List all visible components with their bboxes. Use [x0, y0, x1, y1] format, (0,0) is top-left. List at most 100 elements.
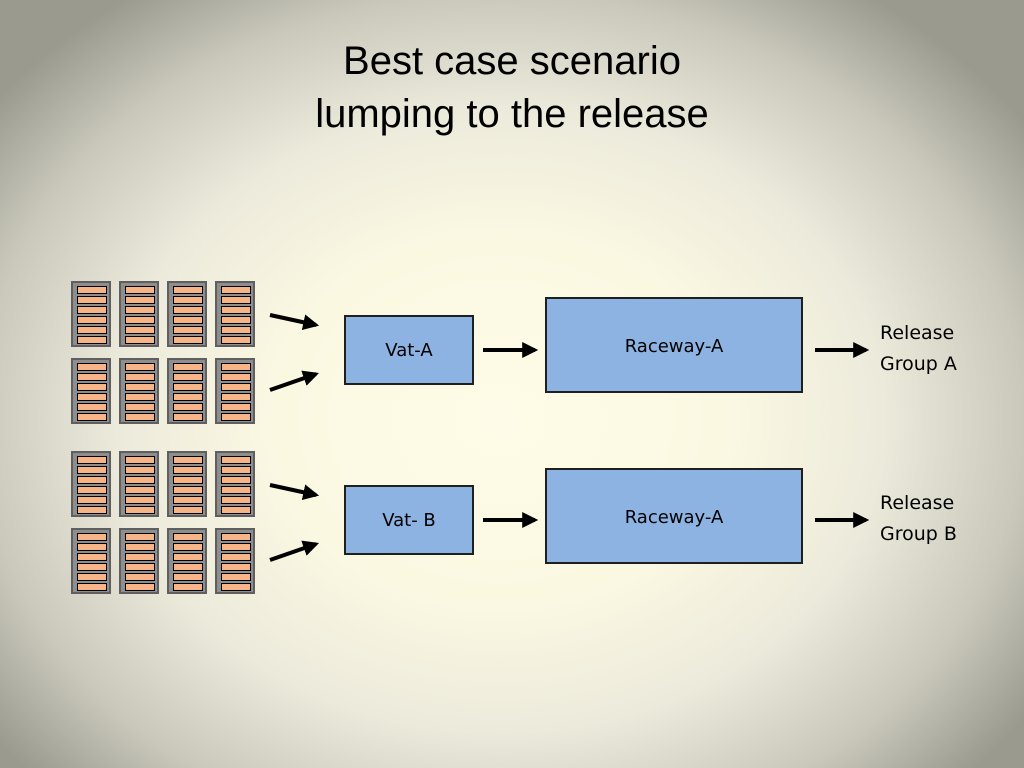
server-rack-icon	[215, 358, 255, 424]
rack-slot	[173, 363, 203, 371]
rack-slot	[125, 486, 155, 494]
rack-slot	[77, 306, 107, 314]
rack-cluster-icon	[71, 451, 259, 521]
rack-slot	[221, 363, 251, 371]
server-rack-icon	[71, 451, 111, 517]
rack-slot	[221, 413, 251, 421]
rack-slot	[173, 296, 203, 304]
rack-slot	[125, 326, 155, 334]
rack-slot	[77, 286, 107, 294]
rack-slot	[125, 496, 155, 504]
server-rack-icon	[119, 451, 159, 517]
rack-slot	[77, 456, 107, 464]
slide-title-line-1: Best case scenario	[343, 39, 681, 83]
rack-slot	[125, 286, 155, 294]
rack-slot	[173, 533, 203, 541]
release-group-b-label: Release Group B	[880, 488, 957, 550]
server-rack-icon	[215, 451, 255, 517]
rack-cluster-icon	[71, 281, 259, 351]
rack-slot	[173, 383, 203, 391]
rack-slot	[77, 533, 107, 541]
rack-slot	[221, 403, 251, 411]
rack-slot	[221, 553, 251, 561]
server-rack-icon	[71, 358, 111, 424]
rack-slot	[125, 506, 155, 514]
release-group-a-line-2: Group A	[880, 353, 957, 375]
rack-slot	[221, 383, 251, 391]
rack-slot	[173, 563, 203, 571]
rack-slot	[221, 326, 251, 334]
rack-slot	[77, 486, 107, 494]
rack-slot	[125, 553, 155, 561]
server-rack-icon	[167, 528, 207, 594]
raceway-a-label: Raceway-A	[624, 336, 724, 357]
rack-slot	[125, 403, 155, 411]
rack-slot	[221, 373, 251, 381]
vat-b-label: Vat- B	[382, 510, 436, 531]
arrow-rack-to-vat-a-bottom	[269, 370, 320, 392]
release-group-a-label: Release Group A	[880, 318, 957, 380]
rack-slot	[221, 466, 251, 474]
rack-slot	[125, 533, 155, 541]
arrow-rack-to-vat-b-bottom	[269, 540, 320, 562]
rack-slot	[77, 543, 107, 551]
rack-slot	[221, 286, 251, 294]
rack-slot	[125, 336, 155, 344]
rack-slot	[221, 583, 251, 591]
rack-slot	[77, 476, 107, 484]
server-rack-icon	[71, 528, 111, 594]
release-group-a-line-1: Release	[880, 322, 955, 344]
rack-slot	[173, 286, 203, 294]
server-rack-icon	[167, 451, 207, 517]
rack-slot	[221, 573, 251, 581]
rack-slot	[173, 496, 203, 504]
rack-cluster-icon	[71, 528, 259, 598]
rack-slot	[77, 296, 107, 304]
rack-cluster-icon	[71, 358, 259, 428]
rack-slot	[221, 336, 251, 344]
rack-slot	[77, 373, 107, 381]
rack-slot	[125, 383, 155, 391]
release-group-b-line-2: Group B	[880, 523, 957, 545]
rack-slot	[125, 413, 155, 421]
rack-slot	[221, 506, 251, 514]
rack-slot	[77, 466, 107, 474]
rack-slot	[125, 373, 155, 381]
arrow-rack-to-vat-b-top	[269, 483, 320, 501]
rack-slot	[173, 326, 203, 334]
rack-slot	[221, 533, 251, 541]
rack-slot	[125, 393, 155, 401]
server-rack-icon	[167, 281, 207, 347]
rack-slot	[173, 486, 203, 494]
rack-slot	[77, 563, 107, 571]
rack-slot	[173, 553, 203, 561]
slide-title-line-2: lumping to the release	[315, 92, 709, 136]
server-rack-icon	[71, 281, 111, 347]
rack-slot	[77, 336, 107, 344]
rack-slot	[173, 573, 203, 581]
rack-slot	[77, 326, 107, 334]
rack-slot	[173, 466, 203, 474]
rack-slot	[77, 506, 107, 514]
rack-slot	[77, 393, 107, 401]
rack-slot	[77, 363, 107, 371]
server-rack-icon	[167, 358, 207, 424]
rack-slot	[221, 393, 251, 401]
server-rack-icon	[119, 528, 159, 594]
rack-slot	[125, 316, 155, 324]
rack-slot	[173, 413, 203, 421]
rack-slot	[221, 306, 251, 314]
vat-a-label: Vat-A	[385, 340, 433, 361]
rack-slot	[77, 316, 107, 324]
rack-slot	[173, 403, 203, 411]
rack-slot	[125, 466, 155, 474]
arrow-rack-to-vat-a-top	[269, 313, 320, 331]
rack-slot	[221, 476, 251, 484]
rack-slot	[173, 393, 203, 401]
rack-slot	[77, 553, 107, 561]
rack-slot	[125, 363, 155, 371]
rack-slot	[77, 573, 107, 581]
rack-slot	[221, 543, 251, 551]
rack-slot	[77, 496, 107, 504]
